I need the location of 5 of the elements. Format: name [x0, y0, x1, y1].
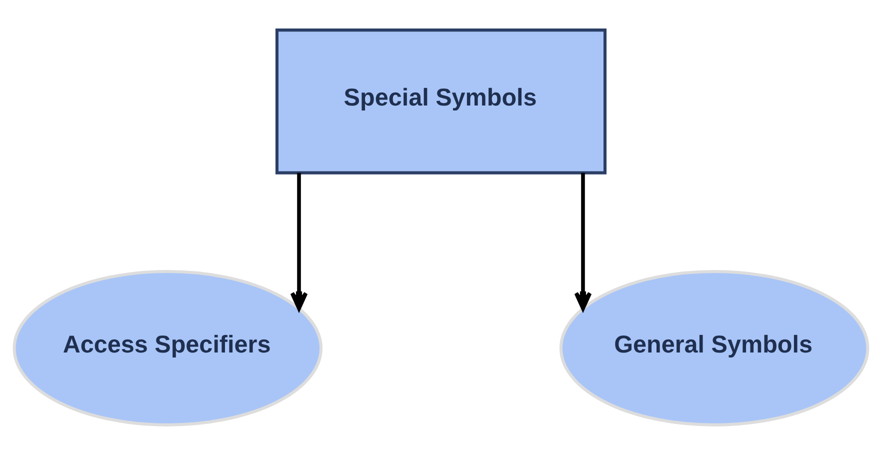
node-ellipse: General Symbols	[559, 270, 870, 426]
node-ellipse: Access Specifiers	[12, 270, 323, 426]
arrow	[574, 172, 592, 310]
node-box: Special Symbols	[275, 28, 607, 174]
arrow	[290, 172, 308, 310]
